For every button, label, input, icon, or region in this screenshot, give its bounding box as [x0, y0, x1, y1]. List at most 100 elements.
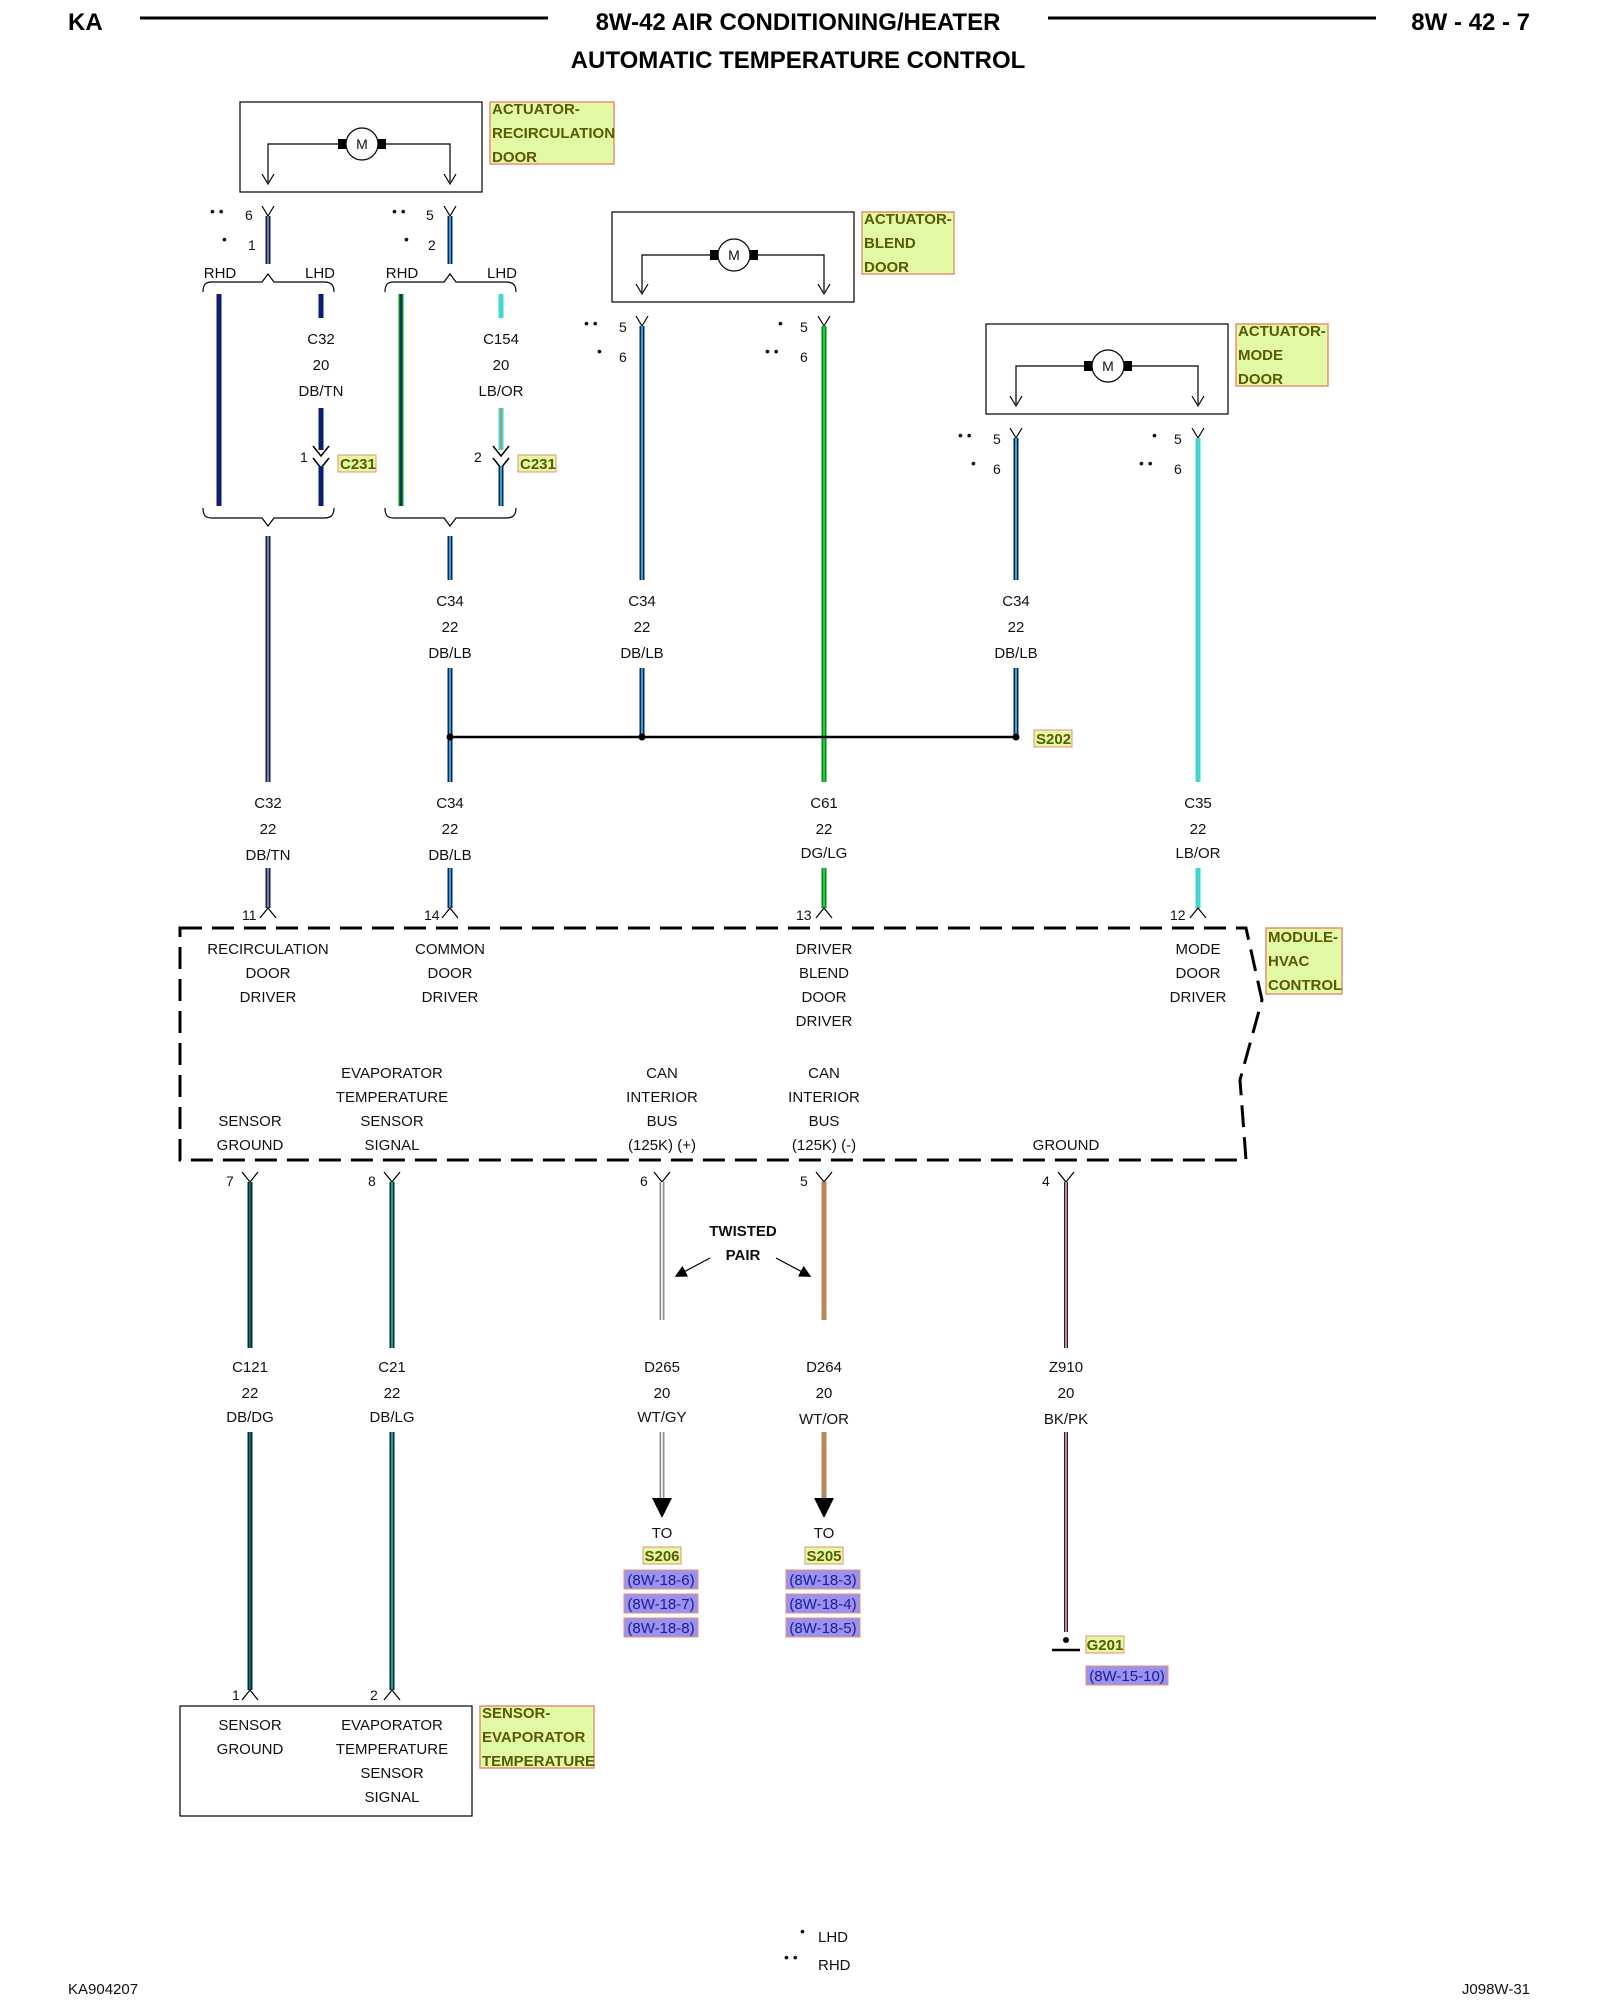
ref-link-label[interactable]: (8W-15-10): [1089, 1668, 1165, 1685]
wire-color: DB/LB: [428, 645, 471, 662]
svg-text:DOOR: DOOR: [246, 965, 291, 982]
ref-link-8w-18-5[interactable]: [785, 1617, 861, 1638]
legend-lhd-label: LHD: [818, 1929, 848, 1946]
actuator-box: [239, 101, 483, 193]
svg-text:CAN: CAN: [808, 1065, 840, 1082]
svg-text:• •: • •: [1139, 455, 1153, 471]
wire-gauge: 22: [442, 821, 459, 838]
ref-link-8w-18-3[interactable]: [785, 1569, 861, 1590]
recirc-pins: • • 6 • 1 • • 5 • 2: [210, 203, 457, 253]
ref-link-label[interactable]: (8W-18-3): [789, 1572, 856, 1589]
wire-gauge: 20: [654, 1385, 671, 1402]
pin-label: 13: [796, 907, 812, 923]
twisted-pair-label-2: PAIR: [726, 1247, 761, 1264]
splice-s205-label: S205: [806, 1548, 841, 1565]
wire-circuit: D265: [644, 1359, 680, 1376]
wire-circuit: C34: [1002, 593, 1030, 610]
mode-pins: • • 5 • 6 • 5 • • 6: [958, 427, 1205, 477]
connector-tag: [1033, 729, 1073, 748]
wire-circuit: C34: [436, 795, 464, 812]
rhd-label: RHD: [204, 265, 237, 282]
wire-gauge: 22: [816, 821, 833, 838]
svg-text:BLEND: BLEND: [799, 965, 849, 982]
module-tag-3: CONTROL: [1268, 977, 1342, 994]
component-tag: [479, 1705, 595, 1769]
pin-label: 1: [300, 449, 308, 465]
connector-tag: [517, 454, 557, 473]
pin-label: 1: [248, 237, 256, 253]
module-input-wire-labels: C32 22 DB/TN C34 22 DB/LB C61 22 DG/LG C…: [246, 795, 1221, 864]
mode-tag-1: ACTUATOR-: [1238, 323, 1326, 340]
svg-text:SIGNAL: SIGNAL: [364, 1137, 419, 1154]
wire-circuit: C21: [378, 1359, 406, 1376]
ref-link-label[interactable]: (8W-18-5): [789, 1620, 856, 1637]
ref-link-8w-18-7[interactable]: [623, 1593, 699, 1614]
mode-tag-3: DOOR: [1238, 371, 1283, 388]
recirc-tag-1: ACTUATOR-: [492, 101, 580, 118]
wire-circuit: C34: [436, 593, 464, 610]
svg-text:•: •: [778, 315, 783, 331]
module-tag-2: HVAC: [1268, 953, 1310, 970]
svg-text:MODE: MODE: [1176, 941, 1221, 958]
sensor-signal-label: SENSOR: [360, 1765, 424, 1782]
splice-s202: S202: [446, 729, 1073, 748]
pin-label: 1: [232, 1687, 240, 1703]
sensor-ground-label: SENSOR: [218, 1717, 282, 1734]
sensor-ground-label: GROUND: [217, 1741, 284, 1758]
svg-text:CAN: CAN: [646, 1065, 678, 1082]
function-ground: GROUND: [1033, 1137, 1100, 1154]
destination-s206: TO S206 (8W-18-6) (8W-18-7) (8W-18-8): [623, 1525, 699, 1638]
blend-pins: • • 5 • 6 • 5 • • 6: [584, 315, 831, 365]
pin-label: 2: [474, 449, 482, 465]
module-tag-1: MODULE-: [1268, 929, 1338, 946]
svg-text:(125K) (+): (125K) (+): [628, 1137, 696, 1154]
svg-text:DRIVER: DRIVER: [796, 941, 853, 958]
ref-link-label[interactable]: (8W-18-7): [627, 1596, 694, 1613]
function-mode-door-driver: MODE DOOR DRIVER: [1170, 941, 1227, 1006]
twisted-pair-annotation: TWISTED PAIR: [674, 1223, 812, 1277]
page-footer: KA904207 J098W-31: [68, 1981, 1530, 1998]
ref-link-label[interactable]: (8W-18-6): [627, 1572, 694, 1589]
ground-g201-label: G201: [1087, 1637, 1124, 1654]
sensor-signal-label: TEMPERATURE: [336, 1741, 448, 1758]
legend: • LHD • • RHD: [784, 1923, 851, 1974]
connector-tag: [804, 1546, 844, 1565]
pin-label: 14: [424, 907, 440, 923]
ref-link-label[interactable]: (8W-18-8): [627, 1620, 694, 1637]
wire-gauge: 22: [442, 619, 459, 636]
actuator-box: [985, 323, 1229, 415]
svg-text:DRIVER: DRIVER: [796, 1013, 853, 1030]
ref-link-label[interactable]: (8W-18-4): [789, 1596, 856, 1613]
wire-color: DB/LB: [994, 645, 1037, 662]
ref-link-8w-18-4[interactable]: [785, 1593, 861, 1614]
wire-gauge: 20: [493, 357, 510, 374]
svg-text:• •: • •: [392, 203, 406, 219]
svg-text:INTERIOR: INTERIOR: [626, 1089, 698, 1106]
motor-brush-icon: [750, 250, 758, 260]
svg-text:RECIRCULATION: RECIRCULATION: [207, 941, 328, 958]
ref-link-8w-18-6[interactable]: [623, 1569, 699, 1590]
wire-color: DB/TN: [299, 383, 344, 400]
wire-color: LB/OR: [1175, 845, 1220, 862]
connector-tag: [337, 454, 377, 473]
ref-link-8w-15-10[interactable]: [1085, 1665, 1169, 1686]
module-output-wire-labels: C121 22 DB/DG C21 22 DB/LG D265 20 WT/GY…: [226, 1359, 1088, 1428]
component-tag: [1235, 323, 1329, 387]
wire-gauge: 22: [1008, 619, 1025, 636]
ground-icon: [1063, 1637, 1069, 1643]
ref-link-8w-18-8[interactable]: [623, 1617, 699, 1638]
pin-label: 5: [426, 207, 434, 223]
function-can-bus-positive: CAN INTERIOR BUS (125K) (+): [626, 1065, 698, 1154]
component-tag: [489, 101, 615, 165]
footer-right: J098W-31: [1462, 1981, 1530, 1998]
svg-text:COMMON: COMMON: [415, 941, 485, 958]
splice-s206-label: S206: [644, 1548, 679, 1565]
pin-label: 5: [619, 319, 627, 335]
pin-label: 6: [993, 461, 1001, 477]
module-output-pins: 7 8 6 5 4: [226, 1171, 1075, 1189]
blend-tag-1: ACTUATOR-: [864, 211, 952, 228]
wire-color: DB/LB: [620, 645, 663, 662]
lhd-label: LHD: [305, 265, 335, 282]
svg-text:• •: • •: [210, 203, 224, 219]
